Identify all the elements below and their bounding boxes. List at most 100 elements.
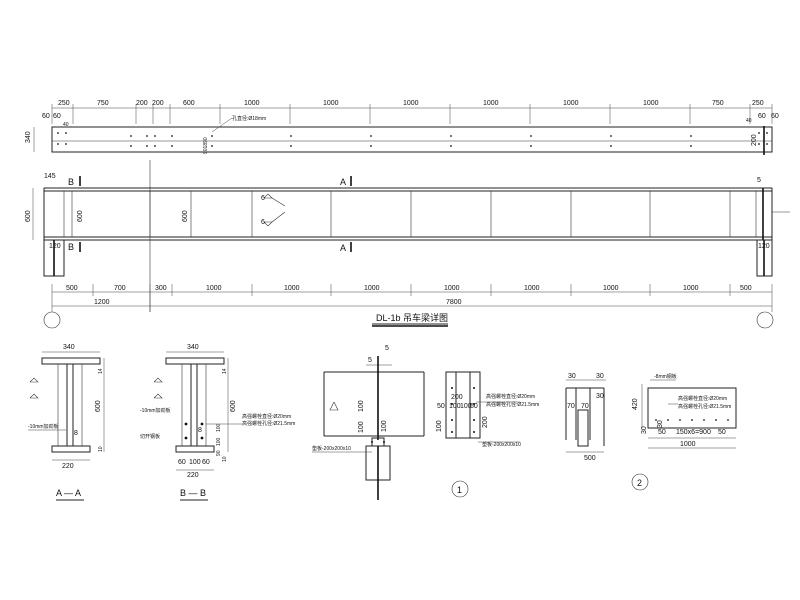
- section-mark-a-top: A: [340, 177, 346, 187]
- weld-label-1: 6: [261, 195, 265, 202]
- bb-dim-right-3: 100: [216, 423, 222, 432]
- d2-number-bubble: [631, 473, 649, 491]
- hole-note: 孔直径:Ø18mm: [232, 115, 266, 122]
- d1-note-pad-left: 垫板-200x200x10: [312, 445, 351, 452]
- section-mark-a-bottom: A: [340, 243, 346, 253]
- aa-dim-right-1: 14: [98, 368, 104, 374]
- bb-dim-right-4: 100: [216, 437, 222, 446]
- d1-note-hole-dia: 高强螺栓孔径:Ø21.5mm: [486, 401, 539, 408]
- bb-note-hole-dia: 高强螺栓孔径:Ø21.5mm: [242, 420, 295, 427]
- d2-total: 1000: [680, 441, 696, 448]
- bb-bottom-dim-3: 60: [202, 459, 210, 466]
- support-width-right: 120: [758, 243, 770, 250]
- d2-bolt-row: 150x6=900: [676, 429, 711, 436]
- d2-note-hole-dia: 高强螺栓孔径:Ø21.5mm: [678, 403, 731, 410]
- d2-left-dim-2: 70: [581, 403, 589, 410]
- bottom-dim-3: 300: [155, 285, 167, 292]
- axis-bubble-left: [43, 311, 61, 329]
- d2-plate-note: -8mm钢板: [654, 373, 677, 380]
- weld-symbol-2: 6: [261, 211, 286, 227]
- plan-small-left-1: 60: [42, 113, 50, 120]
- d1-top-dim-1: 5: [368, 357, 372, 364]
- bb-dim-right-5: 90: [216, 450, 222, 456]
- elevation-view: 145 5 B A 600 600 600: [25, 160, 790, 312]
- d1-bolt-dim-7: 100: [436, 420, 443, 432]
- detail-1: 5 5 100 100 100 垫板-200x200x10 200 50: [312, 345, 539, 500]
- d2-top-dim-2: 30: [596, 373, 604, 380]
- d2-top-dim-1: 30: [568, 373, 576, 380]
- bb-web-t: 8: [198, 427, 202, 434]
- plan-small-right-1: 40: [746, 118, 752, 124]
- aa-dim-right-3: 10: [98, 446, 104, 452]
- plan-dim-8: 1000: [403, 100, 419, 107]
- d2-bottom-dim: 500: [584, 455, 596, 462]
- plan-dim-5: 600: [183, 100, 195, 107]
- elev-left-offset: 145: [44, 173, 56, 180]
- plan-small-left-2: 60: [53, 113, 61, 120]
- bottom-dim-1: 500: [66, 285, 78, 292]
- bb-bottom-width: 220: [187, 472, 199, 479]
- elev-stiffeners: [63, 191, 757, 237]
- section-mark-b-bottom: B: [68, 242, 74, 252]
- d1-number-bubble: [451, 480, 469, 498]
- bb-note-cut: 切开钢板: [140, 433, 160, 440]
- d2-edge-1: 50: [658, 429, 666, 436]
- d1-note-pad-right: 垫板-200x200x10: [482, 441, 521, 448]
- d1-bolt-dim-4: 100: [460, 403, 472, 410]
- section-aa: 340 14 600 10 -10mm加劲板 8 220 A — A: [28, 344, 105, 501]
- aa-web-t: 8: [74, 430, 78, 437]
- plan-small-right-2: 60: [758, 113, 766, 120]
- bb-bottom-dim-1: 60: [178, 459, 186, 466]
- plan-height-right: 200: [751, 134, 758, 146]
- bottom-dim-5: 1000: [284, 285, 300, 292]
- d1-top-dim-2: 5: [385, 345, 389, 352]
- support-width-left: 120: [49, 243, 61, 250]
- drawing-title: DL-1b 吊车梁详图: [376, 312, 448, 323]
- plan-dim-12: 750: [712, 100, 724, 107]
- d1-bolt-dim-6: 200: [482, 416, 489, 428]
- bottom-total-1: 1200: [94, 299, 110, 306]
- plan-bolt-holes: [57, 132, 768, 147]
- bottom-dim-4: 1000: [206, 285, 222, 292]
- elev-height-inner2: 600: [182, 210, 189, 222]
- plan-dim-2: 750: [97, 100, 109, 107]
- d2-left-dim-1: 70: [567, 403, 575, 410]
- elev-right-offset: 5: [757, 177, 761, 184]
- bb-note-stiffener: -10mm加劲板: [140, 407, 171, 414]
- bottom-dim-10: 1000: [683, 285, 699, 292]
- plan-dim-10: 1000: [563, 100, 579, 107]
- plan-height-left: 340: [25, 131, 32, 143]
- d2-height: 420: [632, 398, 639, 410]
- elev-height-inner1: 600: [77, 210, 84, 222]
- aa-bottom-width: 220: [62, 463, 74, 470]
- section-mark-b-top: B: [68, 177, 74, 187]
- d1-vert-3: 100: [381, 420, 388, 432]
- d2-top-dim-3: 30: [596, 393, 604, 400]
- weld-symbol-1: 6: [261, 193, 286, 207]
- elev-height-left: 600: [25, 210, 32, 222]
- bb-bottom-dim-2: 100: [189, 459, 201, 466]
- bottom-dim-7: 1000: [444, 285, 460, 292]
- bottom-dim-6: 1000: [364, 285, 380, 292]
- bottom-dim-11: 500: [740, 285, 752, 292]
- d1-bolt-dim-5: 50: [470, 403, 478, 410]
- plan-mid-vertical: 901890: [203, 137, 209, 154]
- bottom-total-2: 7800: [446, 299, 462, 306]
- plan-dim-11: 1000: [643, 100, 659, 107]
- aa-dim-right-2: 600: [95, 400, 102, 412]
- plan-dim-1: 250: [58, 100, 70, 107]
- bottom-dimensions: 500 700 300 1000 1000 1000 1000 1000 100…: [43, 284, 774, 329]
- d1-vert-1: 100: [358, 400, 365, 412]
- bb-top-width: 340: [187, 344, 199, 351]
- plan-dim-3: 200: [136, 100, 148, 107]
- plan-dim-4: 200: [152, 100, 164, 107]
- bb-dim-right-6: 10: [222, 456, 228, 462]
- weld-label-2: 6: [261, 219, 265, 226]
- bottom-dim-2: 700: [114, 285, 126, 292]
- d2-note-bolt-dia: 高强螺栓直径:Ø20mm: [678, 395, 727, 402]
- axis-bubble-right: [756, 311, 774, 329]
- d2-edge-2: 50: [718, 429, 726, 436]
- d1-bolt-dim-2: 50: [437, 403, 445, 410]
- aa-label: A — A: [56, 488, 81, 498]
